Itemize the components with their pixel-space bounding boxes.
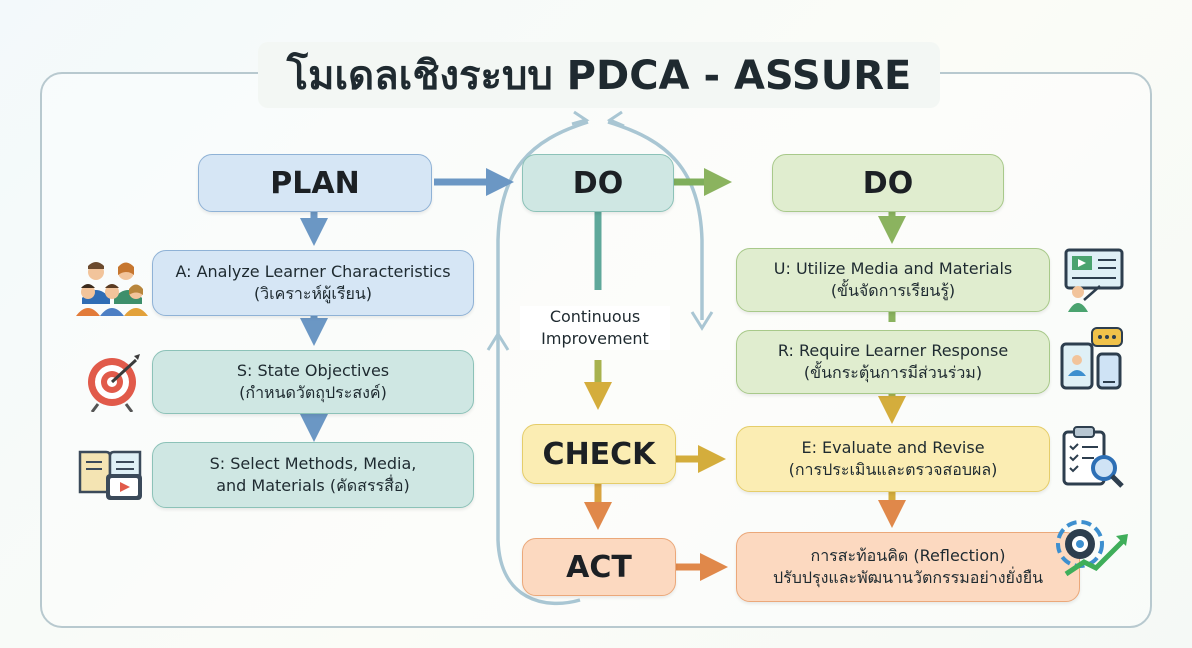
cycle-arrowhead-right (690, 311, 714, 331)
media-materials-icon (78, 450, 142, 500)
step-require-response: R: Require Learner Response (ขั้นกระตุ้น… (736, 330, 1050, 394)
target-icon (88, 354, 140, 412)
step-analyze-learners: A: Analyze Learner Characteristics (วิเค… (152, 250, 474, 316)
step-analyze-learners-line2: (วิเคราะห์ผู้เรียน) (253, 284, 373, 303)
continuous-improvement-line2: Improvement (541, 329, 649, 348)
act-box: ACT (522, 538, 676, 596)
step-utilize-media: U: Utilize Media and Materials (ขั้นจัดก… (736, 248, 1050, 312)
gear-growth-icon (1056, 520, 1128, 577)
step-state-objectives: S: State Objectives (กำหนดวัตถุประสงค์) (152, 350, 474, 414)
cycle-loop-right (607, 120, 704, 320)
step-select-methods-line1: S: Select Methods, Media, (209, 454, 417, 473)
devices-chat-icon (1060, 327, 1123, 390)
plan-box: PLAN (198, 154, 432, 212)
check-label: CHECK (542, 436, 656, 472)
continuous-improvement-line1: Continuous (549, 307, 641, 326)
title-banner: โมเดลเชิงระบบ PDCA - ASSURE (258, 42, 940, 108)
step-reflection-line1: การสะท้อนคิด (Reflection) (810, 546, 1006, 565)
cycle-loop-left (496, 120, 589, 606)
step-reflection: การสะท้อนคิด (Reflection) ปรับปรุงและพัฒ… (736, 532, 1080, 602)
step-utilize-media-line2: (ขั้นจัดการเรียนรู้) (830, 281, 956, 300)
learners-group-icon (76, 262, 148, 316)
do-center-box: DO (522, 154, 674, 212)
step-evaluate-revise: E: Evaluate and Revise (การประเมินและตรว… (736, 426, 1050, 492)
step-state-objectives-line2: (กำหนดวัตถุประสงค์) (239, 383, 387, 402)
act-label: ACT (566, 549, 632, 585)
step-require-response-line1: R: Require Learner Response (777, 341, 1009, 360)
continuous-improvement-label: Continuous Improvement (520, 306, 670, 350)
step-select-methods: S: Select Methods, Media, and Materials … (152, 442, 474, 508)
step-evaluate-revise-line1: E: Evaluate and Revise (801, 438, 985, 457)
step-reflection-line2: ปรับปรุงและพัฒนานวัตกรรมอย่างยั่งยืน (772, 568, 1044, 587)
do-right-label: DO (862, 165, 914, 201)
cycle-arrowhead-left (486, 331, 510, 351)
step-utilize-media-line1: U: Utilize Media and Materials (773, 259, 1013, 278)
clipboard-search-icon (1062, 426, 1124, 488)
step-analyze-learners-line1: A: Analyze Learner Characteristics (175, 262, 451, 281)
step-require-response-line2: (ขั้นกระตุ้นการมีส่วนร่วม) (803, 363, 983, 382)
do-center-label: DO (572, 165, 624, 201)
plan-label: PLAN (270, 165, 360, 201)
check-box: CHECK (522, 424, 676, 484)
do-right-box: DO (772, 154, 1004, 212)
presentation-icon (1064, 248, 1124, 312)
step-evaluate-revise-line2: (การประเมินและตรวจสอบผล) (788, 460, 998, 479)
cycle-arrowhead-top-right (606, 110, 625, 128)
cycle-arrowhead-top-left (571, 110, 590, 126)
step-state-objectives-line1: S: State Objectives (236, 361, 390, 380)
diagram-title: โมเดลเชิงระบบ PDCA - ASSURE (286, 53, 912, 99)
step-select-methods-line2: and Materials (คัดสรรสื่อ) (216, 476, 410, 495)
